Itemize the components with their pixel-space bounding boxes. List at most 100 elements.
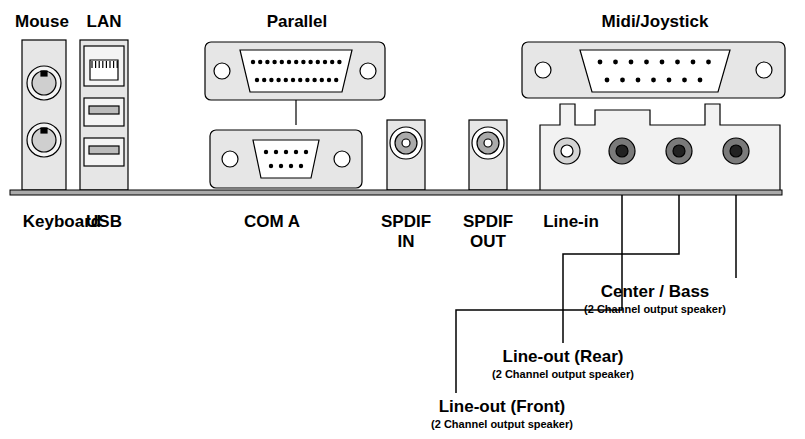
- dsub-pins: [251, 60, 342, 82]
- dsub-face: [240, 50, 352, 92]
- pin: [265, 60, 269, 64]
- mouse-port-inner: [32, 71, 56, 95]
- pin: [691, 60, 696, 65]
- screw: [214, 63, 230, 79]
- jack-note: (2 Channel output speaker): [492, 368, 634, 381]
- dsub-face: [580, 50, 730, 92]
- line-out-rear-jack: [666, 138, 692, 164]
- port-label: Midi/Joystick: [602, 12, 709, 32]
- rj45-pin: [117, 61, 118, 68]
- dsub-face: [253, 140, 319, 178]
- usb-port: [84, 138, 124, 166]
- panel-baseline: [10, 190, 782, 195]
- jack-hole: [561, 145, 573, 157]
- pin: [330, 60, 334, 64]
- usb-tongue: [89, 106, 119, 114]
- pin: [284, 150, 288, 154]
- pin: [636, 78, 641, 83]
- keyboard-port-inner: [32, 128, 56, 152]
- jack-label: Line-out (Rear): [503, 347, 624, 367]
- audio-bracket: [540, 104, 780, 190]
- jack-hole: [616, 145, 628, 157]
- pin: [299, 164, 303, 168]
- pin: [305, 78, 309, 82]
- dsub-shell: [210, 130, 362, 188]
- pin: [651, 78, 656, 83]
- jack-note: (2 Channel output speaker): [584, 303, 726, 316]
- pin: [294, 60, 298, 64]
- jack-hole: [673, 145, 685, 157]
- center-bass-jack: [723, 138, 749, 164]
- pin: [682, 78, 687, 83]
- port-label: Line-in: [543, 212, 599, 232]
- pin: [269, 78, 273, 82]
- screw: [334, 151, 350, 167]
- rj45-pin: [102, 61, 103, 68]
- rca-pin: [484, 139, 492, 147]
- pin: [660, 60, 665, 65]
- port-key: [41, 71, 47, 76]
- rj45-pin: [95, 61, 96, 68]
- pin: [274, 150, 278, 154]
- pin: [255, 78, 259, 82]
- port-label: Parallel: [267, 12, 328, 32]
- pin: [675, 60, 680, 65]
- pin: [312, 78, 316, 82]
- jack-label: Line-out (Front): [439, 397, 566, 417]
- rj45-opening: [90, 60, 118, 80]
- ps2-housing: [22, 40, 66, 190]
- jack-note: (2 Channel output speaker): [431, 418, 573, 431]
- lan-usb-housing: [80, 40, 128, 190]
- rj45-pin: [106, 61, 107, 68]
- port-label: LAN: [87, 12, 122, 32]
- pin: [272, 60, 276, 64]
- port-label: USB: [86, 212, 122, 232]
- pin: [337, 60, 341, 64]
- pin: [284, 78, 288, 82]
- rca-pin: [402, 139, 410, 147]
- rj45-pin: [109, 61, 110, 68]
- line-in-jack: [554, 138, 580, 164]
- pin: [301, 60, 305, 64]
- port-key: [41, 128, 47, 133]
- dsub-shell: [205, 42, 385, 100]
- spdif-jacks: [387, 120, 507, 190]
- pin: [644, 60, 649, 65]
- jack-hole: [730, 145, 742, 157]
- leader-lines: [456, 195, 736, 393]
- pin: [294, 150, 298, 154]
- pin: [667, 78, 672, 83]
- spdif-out-housing: [469, 120, 507, 190]
- screw: [360, 63, 376, 79]
- rj45-pin: [99, 61, 100, 68]
- pin: [629, 60, 634, 65]
- rj45-pin: [91, 61, 92, 68]
- lan-usb-stack: [80, 40, 128, 190]
- rca-ring: [472, 127, 504, 159]
- dsub-shell: [522, 42, 785, 98]
- pin: [280, 60, 284, 64]
- usb-tongue: [89, 146, 119, 154]
- pin: [316, 60, 320, 64]
- pin: [287, 60, 291, 64]
- pin: [706, 60, 711, 65]
- pin: [289, 164, 293, 168]
- pin: [598, 60, 603, 65]
- port-label: COM A: [244, 212, 300, 232]
- pin: [251, 60, 255, 64]
- pin: [698, 78, 703, 83]
- port-label: SPDIF OUT: [459, 212, 517, 251]
- pin: [620, 78, 625, 83]
- pin: [304, 150, 308, 154]
- pin: [279, 164, 283, 168]
- pin: [334, 78, 338, 82]
- pin: [308, 60, 312, 64]
- pin: [605, 78, 610, 83]
- pin: [264, 150, 268, 154]
- ps2-ports: [22, 40, 66, 190]
- spdif-in-housing: [387, 120, 425, 190]
- keyboard-port: [27, 123, 61, 157]
- pin: [262, 78, 266, 82]
- audio-jacks: [540, 104, 780, 190]
